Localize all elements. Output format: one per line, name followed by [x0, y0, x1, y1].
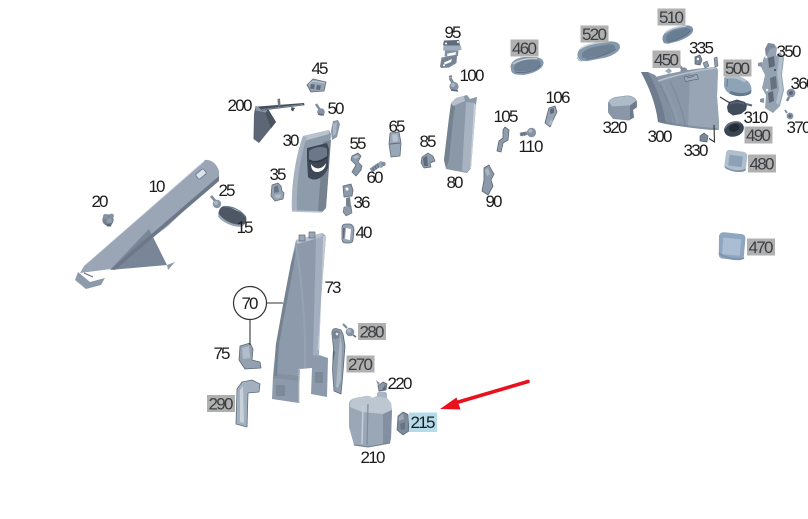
svg-text:73: 73: [325, 278, 342, 297]
svg-text:330: 330: [684, 141, 709, 160]
svg-text:360: 360: [791, 74, 808, 93]
svg-text:50: 50: [328, 99, 345, 118]
svg-text:90: 90: [486, 192, 503, 211]
svg-text:470: 470: [749, 238, 774, 257]
svg-text:60: 60: [367, 168, 384, 187]
svg-text:70: 70: [242, 294, 259, 313]
svg-text:335: 335: [689, 39, 714, 58]
svg-text:510: 510: [659, 8, 684, 27]
svg-text:350: 350: [777, 42, 802, 61]
svg-text:75: 75: [214, 344, 231, 363]
svg-text:370: 370: [787, 118, 808, 137]
svg-text:65: 65: [389, 117, 406, 136]
svg-text:35: 35: [270, 165, 287, 184]
svg-text:106: 106: [546, 88, 571, 107]
svg-text:200: 200: [228, 96, 253, 115]
svg-text:310: 310: [744, 108, 769, 127]
svg-text:30: 30: [283, 131, 300, 150]
svg-text:480: 480: [750, 155, 775, 174]
svg-text:110: 110: [519, 137, 544, 156]
svg-text:45: 45: [312, 59, 329, 78]
svg-text:25: 25: [219, 181, 236, 200]
svg-text:300: 300: [648, 127, 673, 146]
svg-text:450: 450: [654, 51, 679, 70]
svg-text:95: 95: [445, 23, 462, 42]
svg-text:10: 10: [149, 177, 166, 196]
svg-text:290: 290: [209, 395, 234, 414]
svg-text:320: 320: [603, 118, 628, 137]
svg-text:100: 100: [460, 66, 485, 85]
svg-text:220: 220: [388, 374, 413, 393]
svg-text:40: 40: [356, 223, 373, 242]
svg-text:85: 85: [420, 132, 437, 151]
svg-text:210: 210: [361, 448, 386, 467]
svg-text:280: 280: [360, 323, 385, 342]
svg-text:36: 36: [354, 193, 371, 212]
svg-text:490: 490: [746, 126, 771, 145]
svg-text:15: 15: [237, 218, 254, 237]
svg-text:460: 460: [512, 39, 537, 58]
svg-text:80: 80: [447, 173, 464, 192]
svg-text:215: 215: [411, 413, 436, 432]
svg-text:105: 105: [494, 107, 519, 126]
svg-text:20: 20: [92, 192, 109, 211]
svg-text:270: 270: [348, 355, 373, 374]
svg-text:520: 520: [582, 25, 607, 44]
svg-text:500: 500: [725, 59, 750, 78]
svg-text:55: 55: [350, 134, 367, 153]
